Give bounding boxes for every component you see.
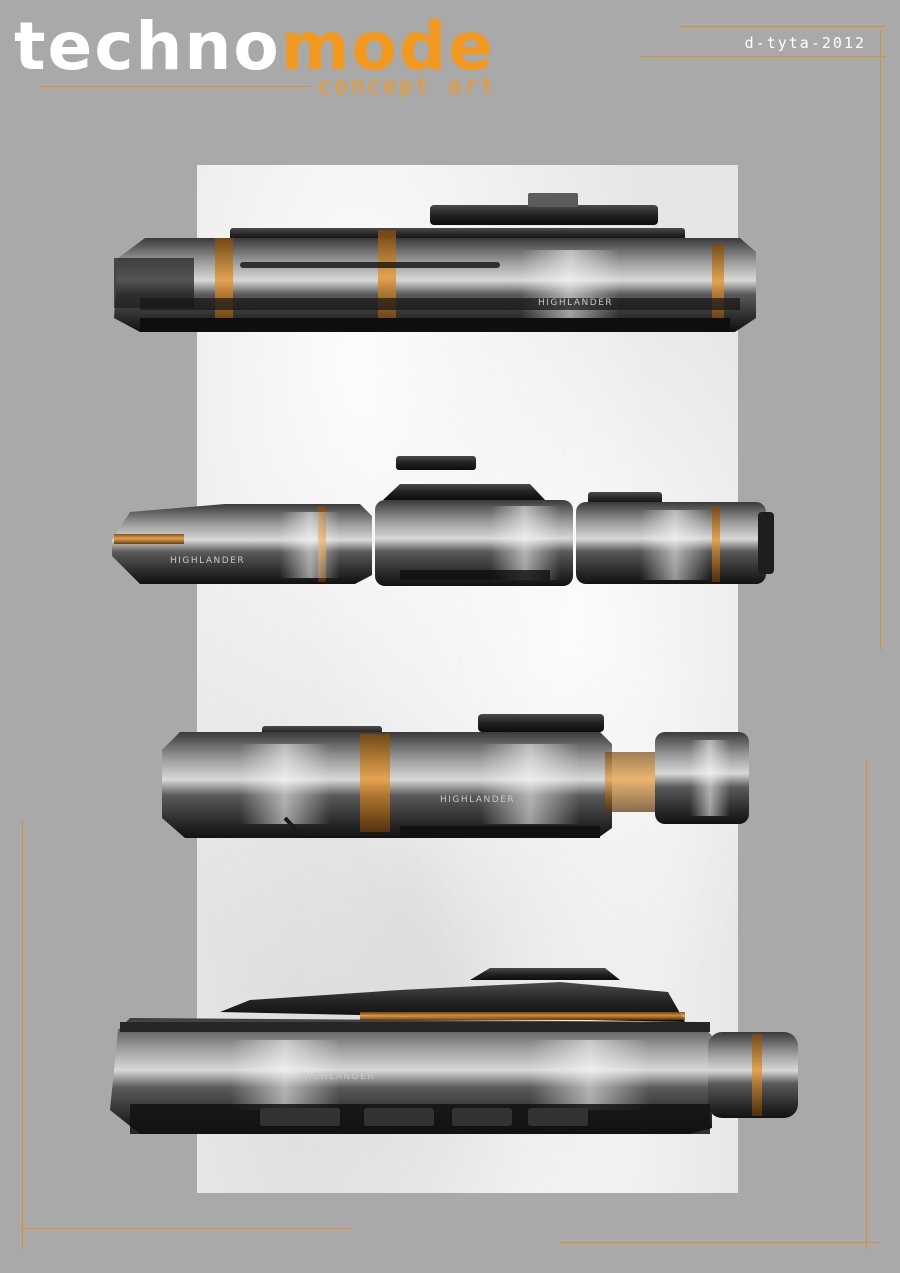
ship-highlander-4: HIGHLANDER [110,968,798,1134]
frame-line-top-right [680,26,885,27]
ship-1-label: HIGHLANDER [538,298,613,308]
ship-highlander-2: HIGHLANDER [112,456,774,586]
logo-part-techno: techno [14,8,281,85]
frame-line-left-vertical [22,820,23,1250]
ship-4-label: HIGHLANDER [300,1072,375,1082]
frame-line-bottom-right [560,1242,880,1243]
frame-line-right-vertical [880,30,881,650]
logo: technomode [14,14,495,80]
artist-signature: d-tyta-2012 [744,34,866,52]
ship-highlander-3: HIGHLANDER [162,714,749,838]
frame-line-bottom [20,1228,350,1229]
ship-3-label: HIGHLANDER [440,795,515,805]
ship-highlander-1: HIGHLANDER [114,193,756,332]
logo-subtitle: concept art [318,74,497,99]
logo-part-mode: mode [280,8,495,85]
frame-line-top-left [40,86,310,87]
frame-line-right-vertical-2 [866,760,867,1250]
frame-line-top-right-2 [640,56,885,57]
ship-2-label: HIGHLANDER [170,556,245,566]
